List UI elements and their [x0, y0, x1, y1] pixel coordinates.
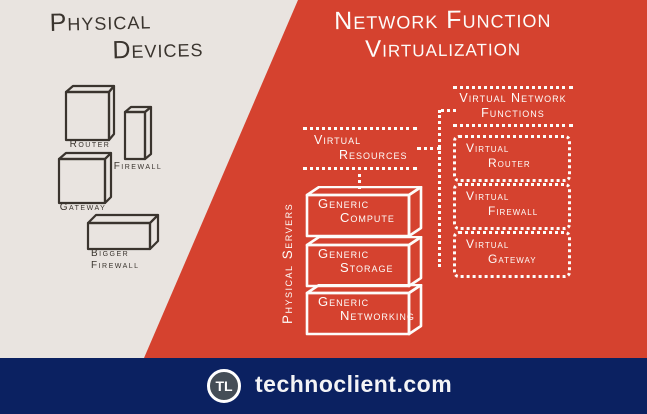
virtual-firewall-line1: Virtual [466, 189, 510, 203]
virtual-router-line2: Router [488, 156, 531, 170]
bigger-firewall-label-line1: Bigger [91, 248, 130, 259]
vnf-heading: Virtual Network Functions [453, 86, 573, 127]
virtual-resources-block: Virtual Resources [303, 127, 417, 170]
router-label: Router [69, 139, 111, 150]
generic-networking-line2: Networking [340, 308, 415, 323]
footer-bar [0, 358, 647, 414]
virtual-router-line1: Virtual [466, 141, 510, 155]
physical-devices-title: Physical Devices [49, 4, 204, 66]
connector-resources-to-servers [358, 174, 361, 189]
router-box-icon [64, 84, 116, 142]
virtual-gateway-box: Virtual Gateway [453, 231, 571, 278]
virtual-gateway-line1: Virtual [466, 237, 510, 251]
bigger-firewall-label: Bigger Firewall [91, 248, 161, 272]
vnf-heading-line2: Functions [481, 106, 545, 120]
generic-compute-line2: Compute [340, 210, 395, 225]
physical-devices-title-line1: Physical [49, 6, 152, 38]
virtual-resources-line1: Virtual [314, 133, 362, 147]
physical-servers-label: Physical Servers [280, 202, 295, 324]
virtual-router-box: Virtual Router [453, 135, 571, 182]
nfv-title-line1: Network Function [334, 4, 552, 36]
generic-compute-line1: Generic [318, 196, 370, 211]
gateway-box-icon [57, 151, 113, 205]
connector-trunk-to-vnf [441, 109, 456, 112]
gateway-label: Gateway [59, 202, 107, 213]
technoclient-logo-icon: TL [207, 369, 241, 403]
virtual-gateway-line2: Gateway [488, 252, 537, 266]
firewall-label: Firewall [113, 161, 163, 172]
virtual-firewall-line2: Firewall [488, 204, 539, 218]
generic-compute-label: Generic Compute [316, 197, 422, 225]
nfv-title-line2: Virtualization [365, 34, 522, 63]
nfv-title: Network Function Virtualization [330, 4, 557, 63]
bigger-firewall-box-icon [86, 213, 160, 251]
website-text: technoclient.com [255, 371, 453, 397]
generic-storage-label: Generic Storage [316, 247, 422, 275]
firewall-box-icon [123, 105, 153, 161]
bigger-firewall-label-line2: Firewall [91, 260, 140, 271]
connector-trunk-line [438, 110, 441, 267]
generic-networking-label: Generic Networking [316, 295, 422, 323]
virtual-resources-line2: Resources [339, 148, 408, 162]
generic-networking-box-icon [305, 284, 423, 336]
generic-storage-line2: Storage [340, 260, 394, 275]
vnf-heading-line1: Virtual Network [459, 91, 567, 105]
virtual-firewall-box: Virtual Firewall [453, 183, 571, 230]
connector-resources-to-trunk [417, 147, 441, 150]
generic-networking-line1: Generic [318, 294, 370, 309]
logo-monogram: TL [215, 378, 233, 394]
generic-storage-line1: Generic [318, 246, 370, 261]
physical-devices-title-line2: Devices [112, 33, 204, 65]
